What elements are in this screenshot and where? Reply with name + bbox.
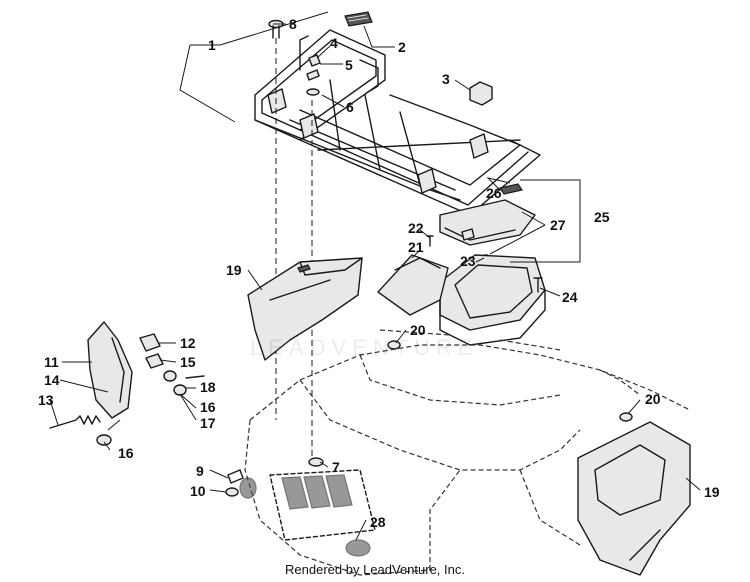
- rack-label-decal: [344, 11, 373, 27]
- callout-27: 27: [550, 217, 566, 233]
- callout-17: 17: [200, 415, 216, 431]
- callout-19-right: 19: [704, 484, 720, 500]
- callout-2: 2: [398, 39, 406, 55]
- callout-5: 5: [345, 57, 353, 73]
- callout-21: 21: [408, 239, 424, 255]
- callout-24: 24: [562, 289, 578, 305]
- front-grille: [269, 469, 376, 541]
- headlight-washers: [96, 370, 205, 446]
- headlight-bulb-socket: [139, 333, 164, 369]
- rack-hardware-4-5-6: [306, 54, 321, 96]
- front-lamp-left: [239, 477, 257, 499]
- callout-23: 23: [460, 253, 476, 269]
- front-fender-body: [244, 329, 691, 576]
- callout-16-lower: 16: [118, 445, 134, 461]
- callout-6: 6: [346, 99, 354, 115]
- callout-8: 8: [289, 16, 297, 32]
- callout-25: 25: [594, 209, 610, 225]
- callout-22: 22: [408, 220, 424, 236]
- side-panel-right: [577, 421, 691, 576]
- leader-lines: [49, 11, 701, 541]
- callout-28: 28: [370, 514, 386, 530]
- callout-7: 7: [332, 459, 340, 475]
- callout-20-right: 20: [645, 391, 661, 407]
- callout-19-left: 19: [226, 262, 242, 278]
- callout-9: 9: [196, 463, 204, 479]
- rack-plug-3: [469, 81, 493, 106]
- hood-grommet-7: [308, 457, 324, 467]
- callout-4: 4: [330, 35, 338, 51]
- callout-3: 3: [442, 71, 450, 87]
- side-panel-left: [247, 257, 363, 361]
- headlight-adjuster-spring: [49, 415, 101, 429]
- watermark-logo: LEADVENTURE: [250, 335, 479, 360]
- storage-bin: [439, 254, 546, 346]
- callout-20-left: 20: [410, 322, 426, 338]
- callout-10: 10: [190, 483, 206, 499]
- callout-16-upper: 16: [200, 399, 216, 415]
- grommet-20-right: [619, 412, 633, 422]
- callout-11: 11: [44, 354, 59, 370]
- callout-13: 13: [38, 392, 54, 408]
- bin-screw-24: [533, 277, 543, 293]
- callout-labels: 1 2 3 4 5 6 7 8 9 10 11 12 13 14 15 16 1…: [38, 16, 720, 530]
- headlight-housing: [87, 321, 133, 419]
- front-rack: [254, 29, 541, 216]
- callout-18: 18: [200, 379, 216, 395]
- callout-1: 1: [208, 37, 216, 53]
- callout-12: 12: [180, 335, 196, 351]
- front-lamp-right: [345, 539, 371, 557]
- footer-credit: Rendered by LeadVenture, Inc.: [285, 562, 465, 577]
- bin-panel-21: [377, 254, 449, 316]
- callout-15: 15: [180, 354, 196, 370]
- callout-14: 14: [44, 372, 60, 388]
- callout-26: 26: [486, 185, 502, 201]
